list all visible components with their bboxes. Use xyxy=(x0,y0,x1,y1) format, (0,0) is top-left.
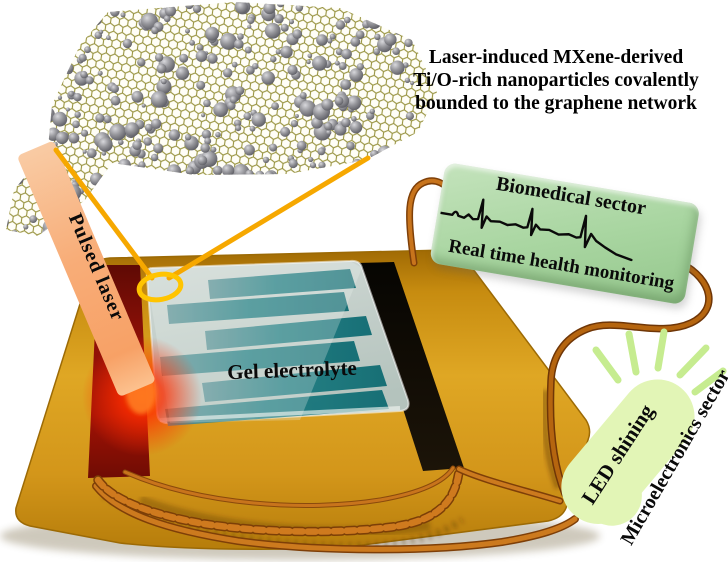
interdigitated-electrodes xyxy=(160,269,389,426)
led-rays xyxy=(592,328,727,396)
title-line-3: bounded to the graphene network xyxy=(415,93,697,114)
gel-bottom-bevel xyxy=(159,406,401,422)
led xyxy=(561,328,727,526)
gel-sheen xyxy=(147,261,362,423)
callout-line-left xyxy=(53,147,155,281)
black-electrode xyxy=(356,262,464,471)
magnifier-callout xyxy=(53,147,371,303)
callout-line-right xyxy=(166,155,371,281)
title-line-2: Ti/O-rich nanoparticles covalently xyxy=(413,70,699,91)
ecg-waveform xyxy=(439,198,633,262)
title-line-1: Laser-induced MXene-derived xyxy=(428,47,684,68)
health-monitor-panel: Biomedical sector Real time health monit… xyxy=(429,162,701,306)
figure-title: Laser-induced MXene-derived Ti/O-rich na… xyxy=(384,46,728,115)
pulsed-laser-beam xyxy=(18,141,155,396)
gel-electrolyte-slab xyxy=(145,259,410,426)
led-bulb xyxy=(561,379,695,526)
callout-circle xyxy=(136,271,184,303)
